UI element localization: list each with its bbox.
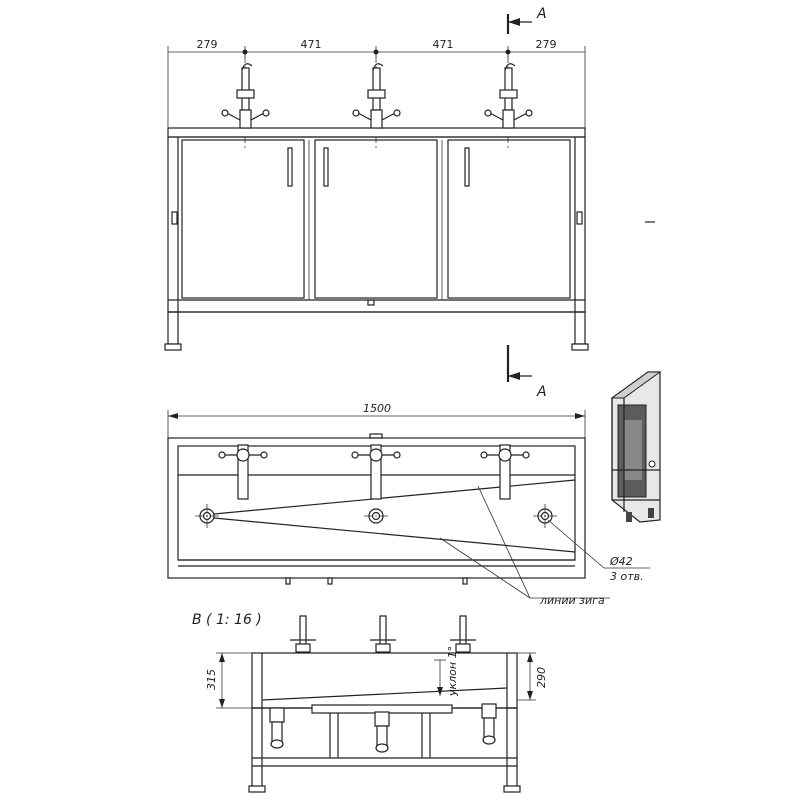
dim-315-label: 315 [205, 669, 218, 690]
cabinet-body [167, 136, 586, 313]
faucet-top-right [480, 444, 530, 500]
hole-leader [547, 519, 605, 569]
hole-diameter-label: Ø42 [609, 555, 633, 568]
faucet-front-left [221, 63, 270, 129]
section-arrow-bottom [508, 372, 520, 380]
bend-lines-label: линии зига [539, 594, 605, 607]
handle-right [464, 147, 470, 187]
faucet-top-left [218, 444, 268, 500]
door-left [181, 139, 305, 299]
bend-line-upper [213, 479, 576, 515]
front-view: 279 471 471 279 A [164, 6, 655, 400]
section-label-bottom: A [536, 384, 547, 400]
sink-tub [251, 652, 518, 709]
overall-width-label: 1500 [363, 402, 391, 415]
door-middle [314, 139, 438, 299]
faucet-top-middle [351, 444, 401, 500]
isometric-preview [610, 371, 662, 523]
dim-279-left: 279 [197, 38, 218, 51]
slope-note: уклон 1° [446, 646, 459, 697]
siphon-left [269, 707, 285, 749]
top-view: 1500 [167, 402, 650, 607]
dim-290-label: 290 [535, 667, 548, 688]
faucet-section-right [450, 615, 476, 653]
section-view: B ( 1: 16 ) [192, 612, 548, 793]
handle-middle [323, 147, 329, 187]
hole-count-label: 3 отв. [610, 570, 644, 583]
bend-leader-1 [477, 485, 531, 599]
sloped-bottom [261, 687, 508, 701]
dim-279-right: 279 [536, 38, 557, 51]
siphon-middle [374, 711, 390, 753]
leg-left [167, 311, 179, 345]
faucet-section-left [290, 615, 316, 653]
dim-471-left: 471 [301, 38, 322, 51]
siphon-right [481, 703, 497, 745]
handle-left [287, 147, 293, 187]
section-title: B ( 1: 16 ) [192, 612, 262, 628]
faucet-front-middle [352, 63, 401, 129]
door-right [447, 139, 571, 299]
leg-right [574, 311, 586, 345]
section-arrow-top [508, 18, 520, 26]
faucet-section-middle [370, 615, 396, 653]
bend-line-lower [213, 517, 576, 553]
faucet-front-right [484, 63, 533, 129]
bend-leader-2 [439, 537, 531, 599]
dim-471-right: 471 [433, 38, 454, 51]
section-label-top: A [536, 6, 547, 22]
countertop [167, 127, 586, 138]
